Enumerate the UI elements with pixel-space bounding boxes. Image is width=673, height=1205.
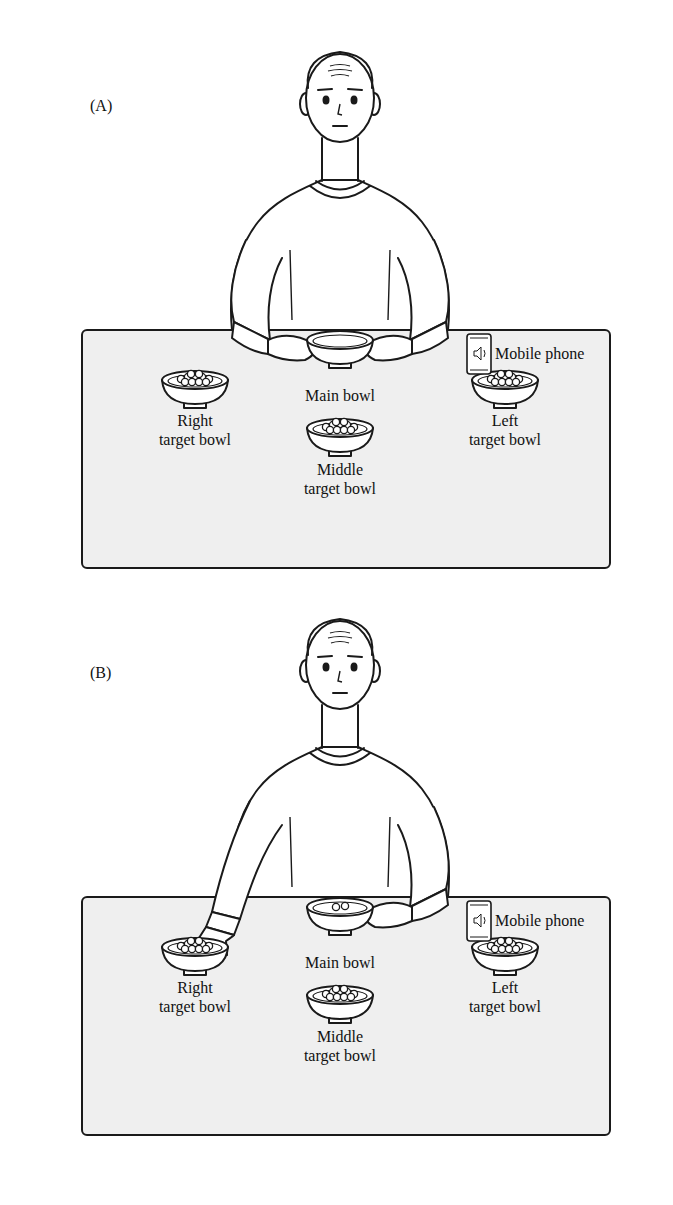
panel-letter: (B) — [90, 663, 111, 682]
bowl-label: Right target bowl — [159, 978, 231, 1016]
bowl-label: Main bowl — [305, 386, 375, 405]
bowl-label: Left target bowl — [469, 978, 541, 1016]
panel-letter: (A) — [90, 96, 112, 115]
phone-label: Mobile phone — [495, 911, 584, 930]
bowl-label: Main bowl — [305, 953, 375, 972]
bowl-label: Middle target bowl — [304, 1027, 376, 1065]
bowl-label: Left target bowl — [469, 411, 541, 449]
bowl-label: Middle target bowl — [304, 460, 376, 498]
phone-label: Mobile phone — [495, 344, 584, 363]
bowl-label: Right target bowl — [159, 411, 231, 449]
